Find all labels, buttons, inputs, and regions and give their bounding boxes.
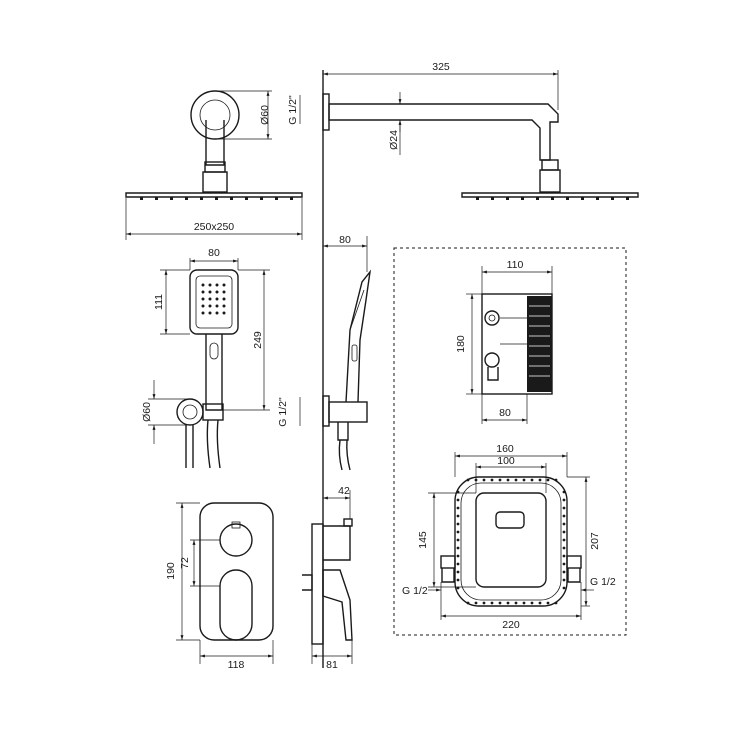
dim-plate-inner: 100 [497,455,515,467]
dim-holder-dia: Ø60 [141,402,153,422]
dim-thread-holder: G 1/2" [277,397,289,427]
hand-shower-side [299,236,372,471]
dim-box-depth: 80 [499,407,511,419]
dim-thread-left: G 1/2 [402,585,428,597]
dim-head-size: 250x250 [194,221,234,233]
dim-holder-depth: 80 [339,234,351,246]
overhead-shower-side [299,70,639,200]
dim-hand-height: 111 [153,294,165,310]
dim-thread-right: G 1/2 [590,576,616,588]
mixer-side [302,490,353,664]
dim-frame-height: 207 [589,532,601,550]
dim-mixer-depth: 81 [326,659,338,671]
dim-hand-width: 80 [208,247,220,259]
dim-box-height: 180 [455,335,467,353]
dim-frame-width: 220 [502,619,520,631]
concealed-box-frame [393,247,627,636]
mixer-front [176,502,274,664]
hand-shower-front [148,258,270,469]
dim-mixer-width: 118 [228,659,245,671]
dim-pipe-dia: Ø24 [388,130,400,150]
overhead-shower-front [125,90,303,240]
dim-mixer-height: 190 [165,562,177,580]
dim-plate-outer: 160 [496,443,514,455]
dim-box-width: 110 [507,259,524,271]
dim-mixer-offset: 72 [179,557,191,569]
dim-mixer-depth-top: 42 [338,485,350,497]
concealed-box-front [428,452,594,620]
concealed-box-side [466,266,553,424]
dim-hand-total: 249 [252,331,264,349]
dim-plate-height: 145 [417,531,429,549]
dim-arm-dia: Ø60 [259,105,271,125]
dim-arm-length: 325 [432,61,450,73]
dim-thread-arm: G 1/2" [287,95,299,125]
